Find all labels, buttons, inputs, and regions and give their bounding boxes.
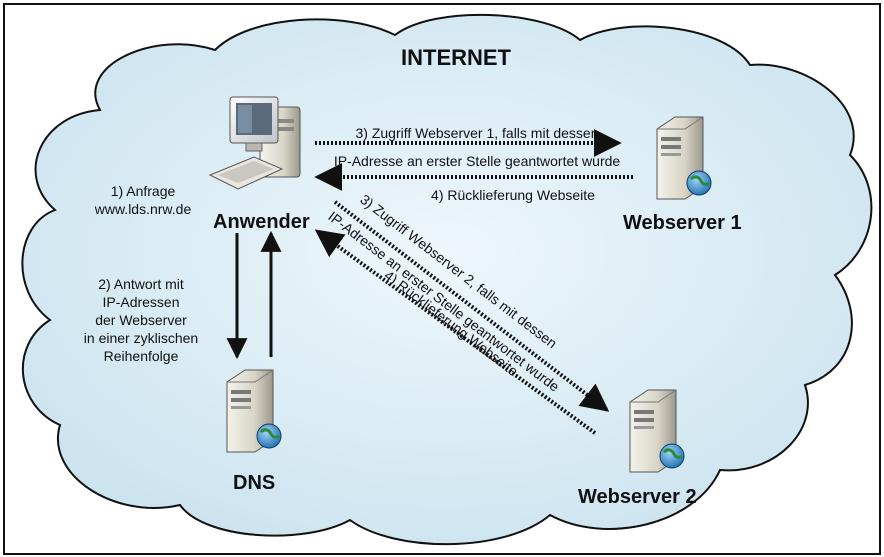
request-label-line: www.lds.nrw.de	[94, 201, 192, 217]
server-globe-icon	[629, 389, 685, 473]
diagram-frame: INTERNET Anwender DNS Webserver 1 Webser…	[3, 3, 881, 555]
request-label-line: 1) Anfrage	[110, 183, 176, 199]
answer-label: 2) Antwort mit IP-Adressen der Webserver…	[71, 275, 211, 365]
node-label-dns: DNS	[233, 472, 276, 494]
desktop-computer-icon	[208, 96, 301, 190]
diagram-canvas	[21, 13, 873, 546]
server-globe-icon	[226, 369, 282, 453]
answer-label-line: in einer zyklischen	[83, 330, 199, 346]
node-label-webserver2: Webserver 2	[578, 486, 697, 508]
answer-label-line: Reihenfolge	[103, 348, 179, 364]
server-globe-icon	[656, 116, 712, 200]
answer-label-line: IP-Adressen	[102, 294, 180, 310]
node-label-user: Anwender	[213, 211, 310, 233]
answer-label-line: 2) Antwort mit	[98, 276, 184, 292]
access-webserver1-label-top: 3) Zugriff Webserver 1, falls mit dessen	[355, 125, 599, 141]
arrow-access-webserver2	[333, 200, 610, 412]
node-label-webserver1: Webserver 1	[623, 212, 742, 234]
return-webserver1-label: 4) Rücklieferung Webseite	[431, 187, 595, 203]
request-label: 1) Anfrage www.lds.nrw.de	[83, 182, 203, 218]
access-webserver1-label-bottom: IP-Adresse an erster Stelle geantwortet …	[333, 153, 621, 169]
answer-label-line: der Webserver	[95, 312, 187, 328]
diagram-title: INTERNET	[401, 45, 511, 70]
arrow-return-webserver2	[314, 229, 597, 435]
